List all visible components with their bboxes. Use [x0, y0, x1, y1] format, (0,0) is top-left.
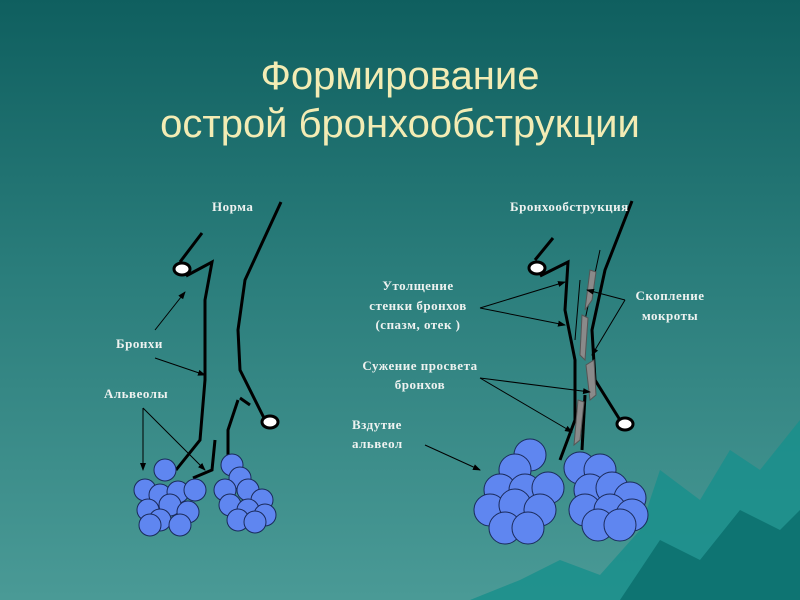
- normal-heading: Норма: [212, 199, 253, 214]
- label-sputum: Скопление мокроты: [635, 288, 704, 323]
- svg-text:альвеол: альвеол: [352, 436, 403, 451]
- label-narrowing: Сужение просвета бронхов: [362, 358, 477, 392]
- alveolus: [168, 513, 192, 537]
- label-wall-thickening: Утолщение стенки бронхов (спазм, отек ): [369, 278, 467, 332]
- svg-text:стенки бронхов: стенки бронхов: [369, 298, 467, 313]
- title-line-1: Формирование: [260, 54, 540, 98]
- svg-text:Сужение просвета: Сужение просвета: [362, 358, 477, 373]
- alveolus: [511, 511, 545, 545]
- svg-text:Утолщение: Утолщение: [382, 278, 453, 293]
- obstruction-heading: Бронхообструкция: [510, 199, 629, 214]
- alveolus: [153, 458, 177, 482]
- title-line-2: острой бронхообструкции: [160, 102, 640, 146]
- pointer-arrows: [140, 281, 626, 471]
- alveolus: [603, 508, 637, 542]
- mountain-decoration: [620, 510, 800, 600]
- svg-text:мокроты: мокроты: [642, 308, 698, 323]
- svg-text:(спазм, отек ): (спазм, отек ): [375, 317, 460, 332]
- alveoli-clusters: [133, 438, 649, 545]
- alveolus: [183, 478, 207, 502]
- slide-title: Формирование острой бронхообструкции: [0, 52, 800, 148]
- svg-text:Скопление: Скопление: [635, 288, 704, 303]
- svg-text:бронхов: бронхов: [395, 377, 445, 392]
- alveolus: [138, 513, 162, 537]
- normal-bronchus: [172, 201, 283, 480]
- label-alveoli-swelling: Вздутие альвеол: [352, 417, 403, 451]
- alveolus: [243, 510, 267, 534]
- label-alveoli: Альвеолы: [104, 386, 168, 401]
- svg-text:Вздутие: Вздутие: [352, 417, 402, 432]
- label-bronchi: Бронхи: [116, 336, 163, 351]
- obstructed-bronchus: [527, 200, 635, 461]
